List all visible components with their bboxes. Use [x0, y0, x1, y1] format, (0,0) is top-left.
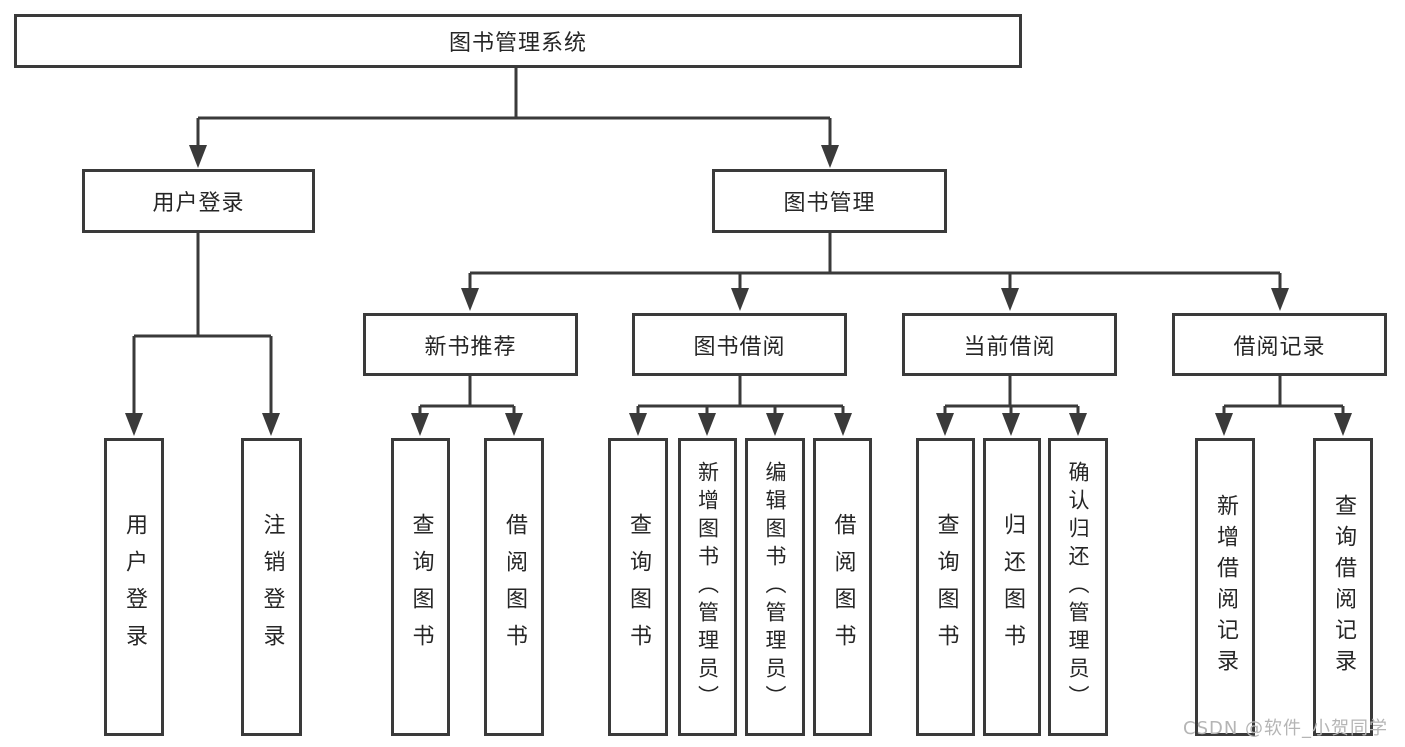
node-current-borrow: 当前借阅 [902, 313, 1117, 376]
node-new-book-rec: 新书推荐 [363, 313, 578, 376]
connector-root [196, 68, 832, 146]
connector-new-book [418, 376, 516, 414]
connector-borrow [636, 376, 845, 414]
node-borrow-records: 借阅记录 [1172, 313, 1387, 376]
leaf-logout: 注销登录 [241, 438, 302, 736]
connector-book-mgmt [468, 233, 1282, 289]
leaf-add-borrow-record: 新增借阅记录 [1195, 438, 1255, 736]
connector-user-login [132, 233, 273, 414]
node-user-login: 用户登录 [82, 169, 315, 233]
leaf-add-book-admin: 新增图书（管理员） [678, 438, 737, 736]
leaf-edit-book-admin: 编辑图书（管理员） [745, 438, 805, 736]
node-book-mgmt: 图书管理 [712, 169, 947, 233]
leaf-user-login: 用户登录 [104, 438, 164, 736]
watermark: CSDN @软件_小贺同学 [1183, 718, 1389, 739]
leaf-borrow-books-1: 借阅图书 [484, 438, 544, 736]
leaf-query-books-1: 查询图书 [391, 438, 450, 736]
connector-current [943, 376, 1080, 414]
node-book-borrow: 图书借阅 [632, 313, 847, 376]
leaf-return-book: 归还图书 [983, 438, 1041, 736]
connector-records [1222, 376, 1345, 414]
leaf-query-books-3: 查询图书 [916, 438, 975, 736]
leaf-borrow-books-2: 借阅图书 [813, 438, 872, 736]
leaf-query-books-2: 查询图书 [608, 438, 668, 736]
leaf-confirm-return-admin: 确认归还（管理员） [1048, 438, 1108, 736]
arrowheads [125, 145, 1352, 436]
node-root: 图书管理系统 [14, 14, 1022, 68]
leaf-query-borrow-record: 查询借阅记录 [1313, 438, 1373, 736]
